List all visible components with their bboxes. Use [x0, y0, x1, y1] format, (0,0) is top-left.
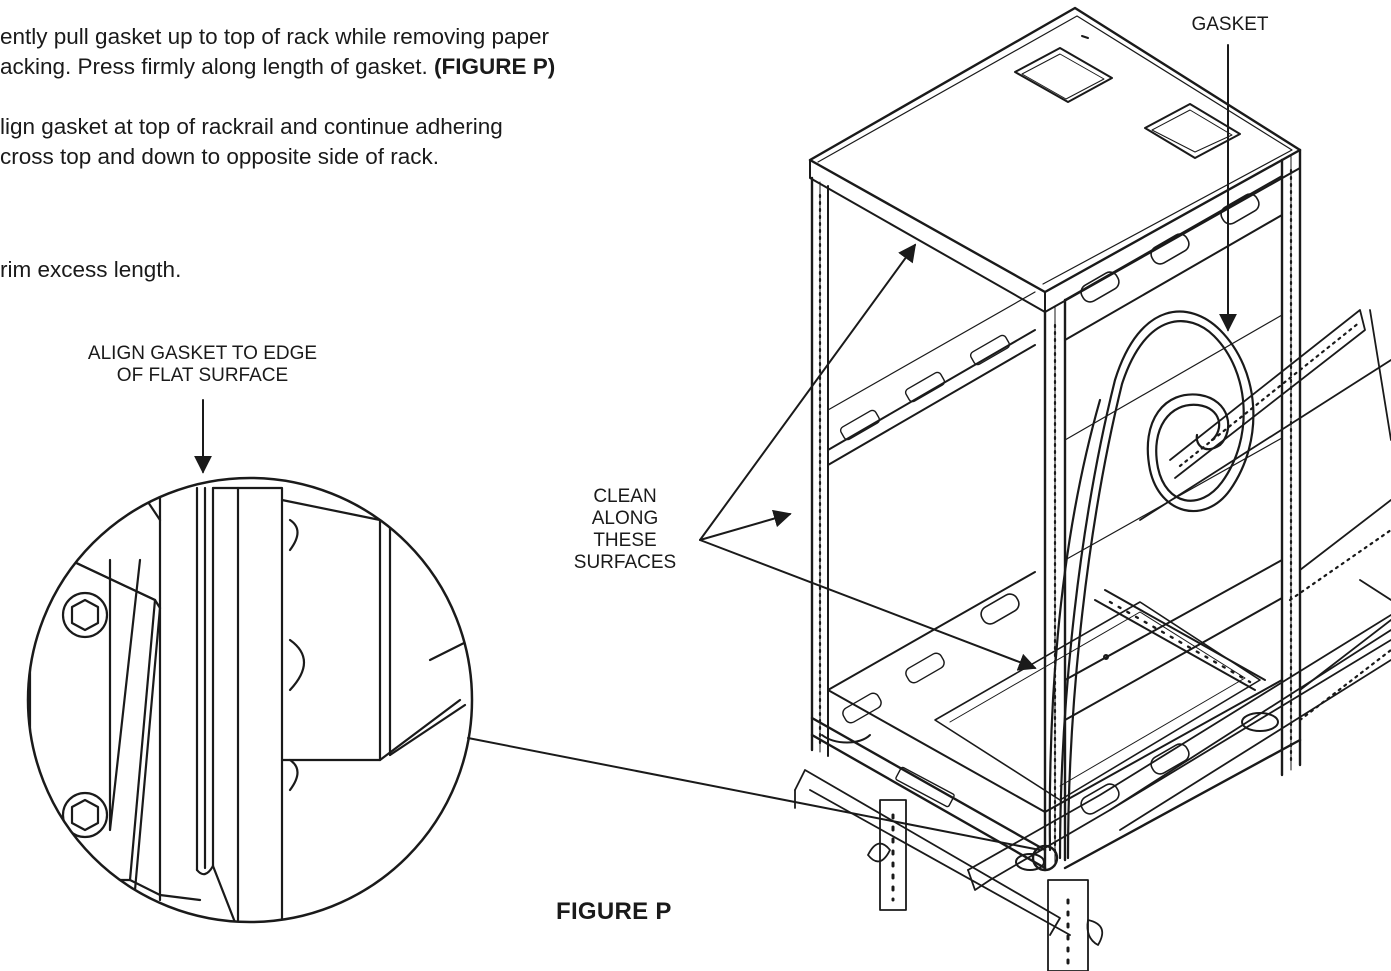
rackrail-holes [818, 168, 1293, 857]
clean-arrow-bottom [699, 539, 1037, 671]
instruction-step3: rim excess length. [0, 257, 182, 282]
figure-reference: (FIGURE P) [433, 54, 556, 79]
instruction-step2-line1: lign gasket at top of rackrail and conti… [0, 114, 503, 139]
clean-callout-line4: SURFACES [573, 552, 677, 573]
detail-magnifier [26, 476, 1041, 924]
clean-arrow-side [699, 509, 792, 541]
instruction-step2: lign gasket at top of rackrail and conti… [0, 112, 503, 172]
side-slots [980, 193, 1260, 815]
instruction-step1: ently pull gasket up to top of rack whil… [0, 22, 555, 82]
clean-callout-line3: THESE [593, 530, 657, 551]
clean-callout-line1: CLEAN [593, 486, 657, 507]
gasket-callout: GASKET [1191, 14, 1269, 35]
instruction-step1-line2: acking. Press firmly along length of gas… [0, 52, 555, 82]
rack-cabinet [808, 6, 1302, 872]
instruction-step2-line2: cross top and down to opposite side of r… [0, 144, 440, 169]
align-callout-line1: ALIGN GASKET TO EDGE [87, 343, 318, 364]
align-callout-line2: OF FLAT SURFACE [116, 365, 289, 386]
leveler-knob-icon [867, 842, 891, 863]
hex-screw-icon [61, 791, 109, 839]
rack-base [794, 614, 1391, 971]
instruction-step1-text: acking. Press firmly along length of gas… [0, 54, 428, 79]
align-gasket-callout: ALIGN GASKET TO EDGE OF FLAT SURFACE [30, 343, 375, 387]
clean-surfaces-callout: CLEAN ALONG THESE SURFACES [550, 486, 700, 574]
figure-caption: FIGURE P [556, 898, 672, 925]
hex-screw-icon [61, 591, 109, 639]
clean-callout-line2: ALONG [591, 508, 659, 529]
clean-arrow-top [699, 243, 917, 541]
rear-rails [1139, 309, 1391, 722]
leveler-knob-icon [1086, 919, 1104, 946]
gasket-coil [1048, 310, 1255, 860]
instruction-step1-line1: ently pull gasket up to top of rack whil… [0, 24, 550, 49]
